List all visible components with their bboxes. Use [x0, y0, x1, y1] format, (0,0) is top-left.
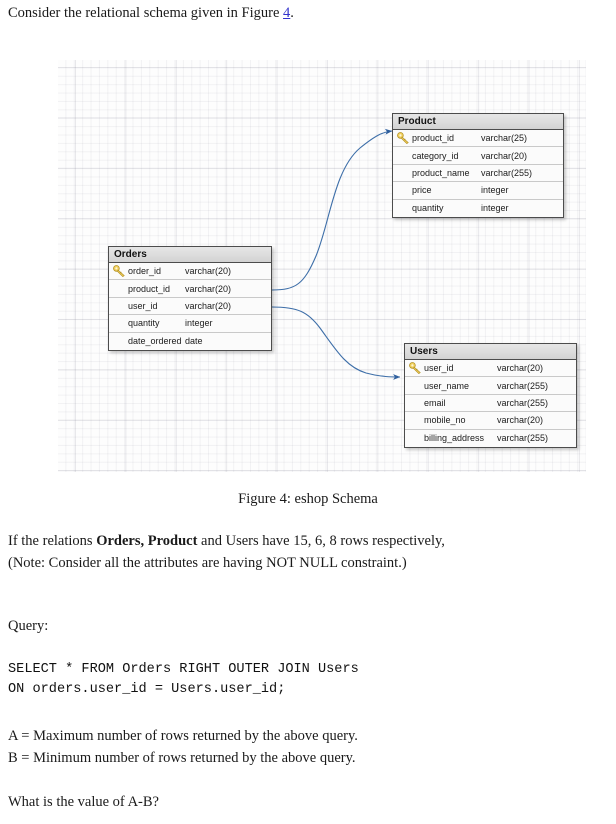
attribute-row-users-billing-address[interactable]: billing_address varchar(255)	[405, 429, 576, 447]
attribute-type: integer	[185, 318, 213, 329]
entity-table-orders-title: Orders	[109, 247, 271, 263]
attribute-row-users-mobile-no[interactable]: mobile_no varchar(20)	[405, 412, 576, 430]
figure-caption: Figure 4: eshop Schema	[238, 491, 378, 507]
attribute-name: category_id	[412, 150, 459, 161]
definition-b-line: B = Minimum number of rows returned by t…	[8, 749, 356, 766]
final-question: What is the value of A-B?	[8, 794, 159, 810]
attribute-name: product_name	[412, 167, 470, 178]
attribute-row-product-price[interactable]: price integer	[393, 182, 563, 200]
relations-text-c: and Users have 15, 6, 8 rows respectivel…	[197, 533, 445, 549]
intro-text-after: .	[290, 5, 294, 21]
attribute-type: varchar(255)	[481, 167, 533, 178]
relations-paragraph: If the relations Orders, Product and Use…	[8, 531, 445, 574]
entity-table-product-title: Product	[393, 114, 563, 130]
entity-table-product[interactable]: Product product_id varchar(25) category_…	[392, 113, 564, 218]
sql-query-code: SELECT * FROM Orders RIGHT OUTER JOIN Us…	[8, 662, 359, 697]
relationship-connectors	[271, 128, 401, 380]
attribute-name: user_id	[128, 300, 158, 311]
attribute-name: mobile_no	[424, 415, 466, 426]
attribute-row-users-user-id[interactable]: user_id varchar(20)	[405, 360, 576, 378]
connector-orders-product	[271, 128, 393, 291]
attribute-row-product-category-id[interactable]: category_id varchar(20)	[393, 147, 563, 165]
attribute-row-orders-order-id[interactable]: order_id varchar(20)	[109, 263, 271, 281]
attribute-row-orders-product-id[interactable]: product_id varchar(20)	[109, 280, 271, 298]
attribute-type: varchar(255)	[497, 380, 549, 391]
attribute-type: varchar(25)	[481, 133, 528, 144]
attribute-row-orders-quantity[interactable]: quantity integer	[109, 315, 271, 333]
attribute-type: date	[185, 336, 203, 347]
attribute-row-users-user-name[interactable]: user_name varchar(255)	[405, 377, 576, 395]
attribute-name: order_id	[128, 266, 162, 277]
intro-text-before: Consider the relational schema given in …	[8, 5, 284, 21]
attribute-type: integer	[481, 203, 509, 214]
relations-line-1: If the relations Orders, Product and Use…	[8, 531, 445, 553]
attribute-row-users-email[interactable]: email varchar(255)	[405, 394, 576, 413]
attribute-row-orders-user-id[interactable]: user_id varchar(20)	[109, 297, 271, 316]
attribute-type: integer	[481, 185, 509, 196]
attribute-type: varchar(255)	[497, 433, 549, 444]
attribute-name: user_id	[424, 363, 454, 374]
attribute-name: quantity	[412, 203, 444, 214]
schema-diagram-canvas: Orders order_id varchar(20) product_id v…	[58, 60, 586, 472]
attribute-type: varchar(20)	[185, 300, 232, 311]
relations-note-line: (Note: Consider all the attributes are h…	[8, 554, 407, 571]
attribute-type: varchar(20)	[185, 266, 232, 277]
definition-a-line: A = Maximum number of rows returned by t…	[8, 728, 358, 744]
attribute-name: date_ordered	[128, 336, 182, 347]
attribute-row-orders-date-ordered[interactable]: date_ordered date	[109, 332, 271, 350]
attribute-name: price	[412, 185, 432, 196]
attribute-row-product-product-id[interactable]: product_id varchar(25)	[393, 130, 563, 148]
attribute-type: varchar(20)	[497, 415, 544, 426]
attribute-name: user_name	[424, 380, 470, 391]
connector-orders-users	[271, 306, 401, 380]
intro-sentence: Consider the relational schema given in …	[8, 3, 294, 23]
relations-text-a: If the relations	[8, 533, 97, 549]
primary-key-icon	[405, 362, 424, 375]
query-label: Query:	[8, 618, 49, 634]
attribute-name: billing_address	[424, 433, 485, 444]
attribute-name: quantity	[128, 318, 160, 329]
figure-reference-link[interactable]: 4	[283, 5, 291, 21]
entity-table-users-title: Users	[405, 344, 576, 360]
attribute-row-product-product-name[interactable]: product_name varchar(255)	[393, 164, 563, 183]
attribute-type: varchar(255)	[497, 397, 549, 408]
entity-table-users[interactable]: Users user_id varchar(20) user_name varc…	[404, 343, 577, 448]
entity-table-orders[interactable]: Orders order_id varchar(20) product_id v…	[108, 246, 272, 351]
attribute-type: varchar(20)	[497, 363, 544, 374]
attribute-type: varchar(20)	[481, 150, 528, 161]
attribute-name: email	[424, 397, 446, 408]
ab-definitions: A = Maximum number of rows returned by t…	[8, 726, 358, 769]
relations-bold-names: Orders, Product	[96, 533, 198, 549]
attribute-name: product_id	[128, 283, 171, 294]
attribute-row-product-quantity[interactable]: quantity integer	[393, 199, 563, 217]
attribute-type: varchar(20)	[185, 283, 232, 294]
attribute-name: product_id	[412, 133, 455, 144]
primary-key-icon	[109, 265, 128, 278]
primary-key-icon	[393, 132, 412, 145]
